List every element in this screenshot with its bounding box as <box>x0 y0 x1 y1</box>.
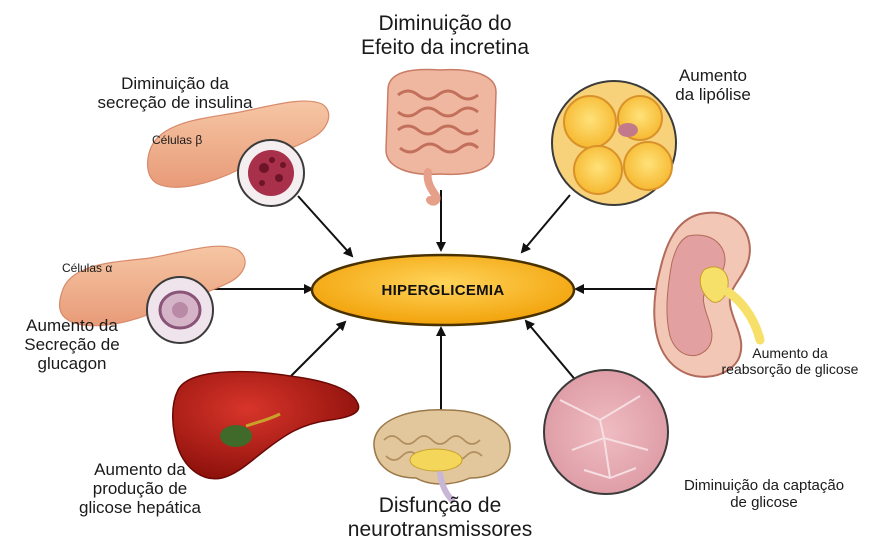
label-muscle: Diminuição da captação de glicose <box>648 478 880 512</box>
label-kidney: Aumento da reabsorção de glicose <box>690 346 890 377</box>
label-liver-line2: produção de <box>54 479 226 498</box>
label-kidney-line2: reabsorção de glicose <box>690 362 890 378</box>
label-liver-line1: Aumento da <box>54 460 226 479</box>
label-brain-line2: neurotransmissores <box>320 518 560 542</box>
label-lipolysis-line2: da lipólise <box>657 85 769 104</box>
intestine-illustration <box>386 70 496 202</box>
label-lipolysis: Aumento da lipólise <box>657 66 769 104</box>
label-incretin-line1: Diminuição do <box>340 12 550 36</box>
pancreas-beta-illustration <box>148 101 329 206</box>
label-incretin-line2: Efeito da incretina <box>340 36 550 60</box>
center-label: HIPERGLICEMIA <box>312 270 574 310</box>
label-glucagon-line2: Secreção de <box>8 335 136 354</box>
muscle-tissue-illustration <box>544 370 668 494</box>
label-brain-line1: Disfunção de <box>320 494 560 518</box>
label-kidney-line1: Aumento da <box>690 346 890 362</box>
label-alpha-cells: Células α <box>62 262 112 275</box>
label-glucagon-line1: Aumento da <box>8 316 136 335</box>
brain-illustration <box>374 410 510 500</box>
label-muscle-line2: de glicose <box>648 495 880 512</box>
label-insulin: Diminuição da secreção de insulina <box>80 74 270 112</box>
label-glucagon: Aumento da Secreção de glucagon <box>8 316 136 373</box>
arrow-insulin <box>298 196 352 256</box>
label-glucagon-line3: glucagon <box>8 354 136 373</box>
label-insulin-line2: secreção de insulina <box>80 93 270 112</box>
label-beta-cells: Células β <box>152 134 202 147</box>
label-incretin: Diminuição do Efeito da incretina <box>340 12 550 59</box>
label-lipolysis-line1: Aumento <box>657 66 769 85</box>
label-liver: Aumento da produção de glicose hepática <box>54 460 226 517</box>
label-brain: Disfunção de neurotransmissores <box>320 494 560 541</box>
label-muscle-line1: Diminuição da captação <box>648 478 880 495</box>
arrow-lipolysis <box>522 195 570 252</box>
arrow-muscle <box>526 321 578 383</box>
label-liver-line3: glicose hepática <box>54 498 226 517</box>
arrow-liver <box>287 322 345 380</box>
label-insulin-line1: Diminuição da <box>80 74 270 93</box>
